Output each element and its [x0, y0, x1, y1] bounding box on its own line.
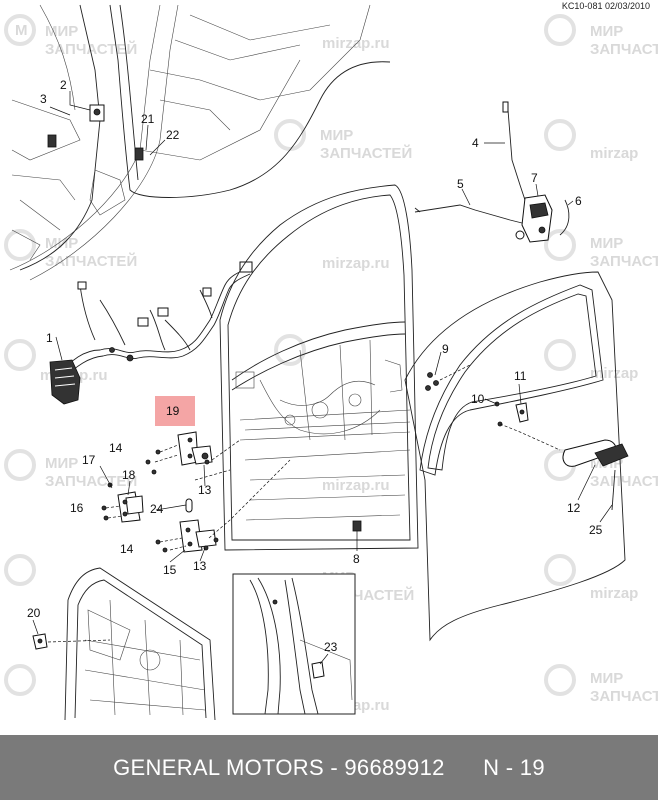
callout-label: 3	[40, 92, 47, 106]
watermark-text: МИР	[590, 670, 623, 687]
watermark-layer: M МИР ЗАПЧАСТЕЙ mirzap.ru МИР ЗАПЧАСТЕЙ …	[4, 14, 658, 714]
callout-label: 8	[353, 552, 360, 566]
callout-label: 16	[70, 501, 84, 515]
highlight-box	[155, 396, 195, 426]
callout-label: 13	[198, 483, 212, 497]
watermark-text: МИР	[590, 23, 623, 40]
diagram-code: KC10-081 02/03/2010	[562, 1, 650, 11]
watermark-text: ЗАПЧАСТЕЙ	[590, 252, 658, 270]
callout-label: 2	[60, 78, 67, 92]
footer-bar: GENERAL MOTORS - 96689912 N - 19	[0, 735, 658, 800]
watermark-text: ЗАПЧАСТЕЙ	[45, 472, 137, 490]
watermark-text: mirzap.ru	[322, 255, 390, 272]
callout-label: 20	[27, 606, 41, 620]
callout-label: 18	[122, 468, 136, 482]
callout-label: 1	[46, 331, 53, 345]
watermark-text: mirzap	[590, 365, 638, 382]
callout-labels: 1 2 3 4 5 6 7 8 9 10 11 12 13 13 14 14 1…	[27, 78, 603, 654]
callout-label: 22	[166, 128, 180, 142]
watermark-text: МИР	[590, 235, 623, 252]
door-pillar-inset-drawing	[32, 567, 216, 721]
callout-label: 10	[471, 392, 485, 406]
callout-label: 19	[166, 404, 180, 418]
callout-label: 15	[163, 563, 177, 577]
callout-label: 14	[120, 542, 134, 556]
callout-label: 9	[442, 342, 449, 356]
body-structure-drawing	[9, 4, 391, 281]
callout-label: 5	[457, 177, 464, 191]
door-inner-panel-drawing	[219, 184, 419, 551]
callout-label: 25	[589, 523, 603, 537]
callout-label: 24	[150, 502, 164, 516]
callout-label: 14	[109, 441, 123, 455]
watermark-text: МИР	[45, 235, 78, 252]
watermark-text: ЗАПЧАСТЕЙ	[45, 40, 137, 58]
callout-label: 21	[141, 112, 155, 126]
watermark-text: ЗАПЧАСТЕЙ	[320, 144, 412, 162]
wiring-harness-drawing	[49, 261, 253, 405]
door-outer-panel-drawing	[404, 271, 629, 642]
callout-label: 4	[472, 136, 479, 150]
callout-label: 11	[514, 369, 527, 383]
watermark-text: ЗАПЧАСТЕЙ	[45, 252, 137, 270]
watermark-text: mirzap.ru	[322, 477, 390, 494]
watermark-text: ЗАПЧАСТЕЙ	[590, 687, 658, 705]
watermark-text: mirzap	[590, 585, 638, 602]
watermark-text: mirzap	[590, 145, 638, 162]
watermark-text: МИР	[45, 23, 78, 40]
callout-label: 17	[82, 453, 96, 467]
callout-label: 6	[575, 194, 582, 208]
watermark-text: ЗАПЧАСТЕЙ	[590, 472, 658, 490]
watermark-mark: M	[15, 22, 28, 39]
watermark-text: МИР	[45, 455, 78, 472]
callout-label: 7	[531, 171, 538, 185]
door-latch-drawing	[414, 101, 570, 243]
watermark-text: mirzap.ru	[322, 35, 390, 52]
leader-lines	[32, 91, 613, 665]
watermark-text: ЗАПЧАСТЕЙ	[590, 40, 658, 58]
footer-part-number: GENERAL MOTORS - 96689912 N - 19	[113, 755, 545, 780]
callout-label: 13	[193, 559, 207, 573]
watermark-text: МИР	[320, 127, 353, 144]
callout-label: 23	[324, 640, 338, 654]
seal-detail-inset	[232, 573, 356, 715]
callout-label: 12	[567, 501, 581, 515]
hinges-drawing	[101, 372, 529, 553]
parts-diagram: KC10-081 02/03/2010 M МИР ЗАПЧАСТЕЙ mirz…	[4, 1, 658, 721]
